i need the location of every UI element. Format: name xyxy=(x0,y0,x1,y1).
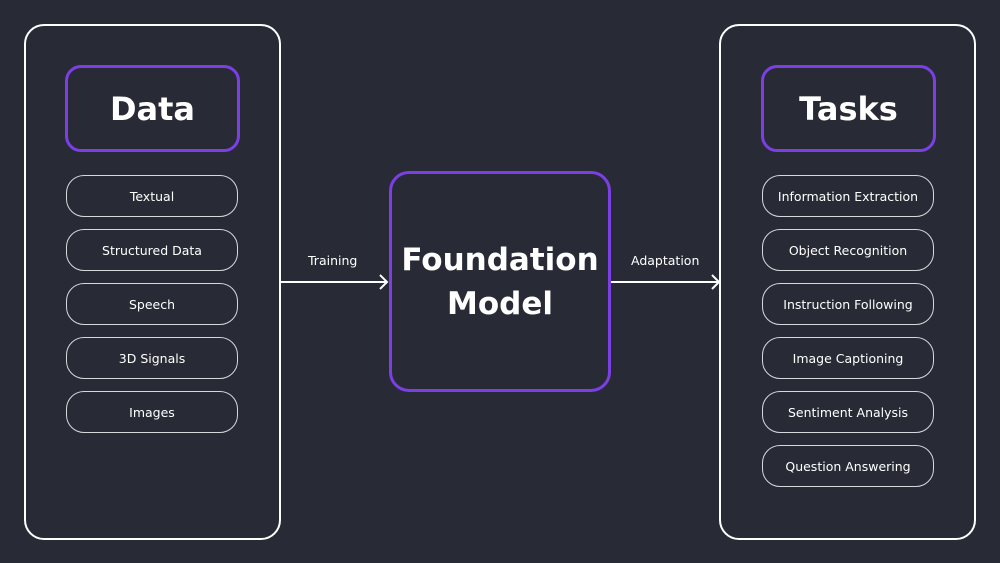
task-item-object-recognition: Object Recognition xyxy=(762,229,934,271)
task-item-instruction-following: Instruction Following xyxy=(762,283,934,325)
tasks-header: Tasks xyxy=(761,65,936,152)
task-item-information-extraction: Information Extraction xyxy=(762,175,934,217)
data-item-textual: Textual xyxy=(66,175,238,217)
tasks-panel xyxy=(719,24,976,540)
model-title-line2: Model xyxy=(447,285,553,322)
data-item-3d-signals: 3D Signals xyxy=(66,337,238,379)
adaptation-label: Adaptation xyxy=(631,253,700,268)
foundation-model-box: Foundation Model xyxy=(389,171,611,392)
data-header: Data xyxy=(65,65,240,152)
adaptation-arrow-icon xyxy=(611,274,721,290)
data-item-images: Images xyxy=(66,391,238,433)
training-label: Training xyxy=(308,253,358,268)
data-item-structured-data: Structured Data xyxy=(66,229,238,271)
task-item-image-captioning: Image Captioning xyxy=(762,337,934,379)
task-item-sentiment-analysis: Sentiment Analysis xyxy=(762,391,934,433)
model-title-line1: Foundation xyxy=(401,241,599,278)
data-item-speech: Speech xyxy=(66,283,238,325)
task-item-question-answering: Question Answering xyxy=(762,445,934,487)
training-arrow-icon xyxy=(281,274,389,290)
data-panel xyxy=(24,24,281,540)
